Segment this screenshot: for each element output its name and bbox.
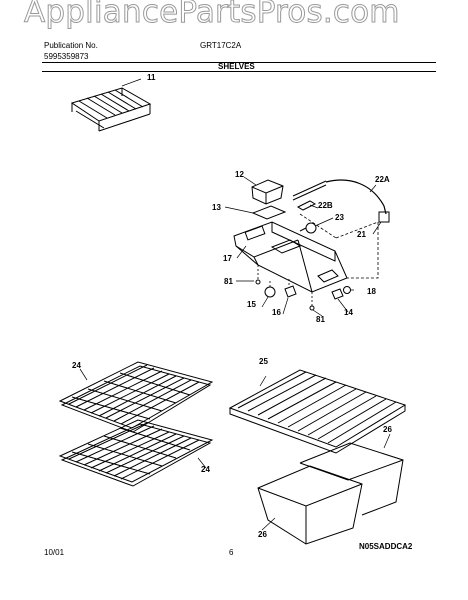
callout-15: 15 (247, 300, 256, 309)
callout-14: 14 (344, 308, 353, 317)
callout-26-upper: 26 (383, 425, 392, 434)
callout-21: 21 (357, 230, 366, 239)
model-number: GRT17C2A (200, 41, 242, 50)
callout-81-left: 81 (224, 277, 233, 286)
callout-11: 11 (147, 73, 156, 82)
callout-26-lower: 26 (258, 530, 267, 539)
callout-16: 16 (272, 308, 281, 317)
callout-23: 23 (335, 213, 344, 222)
drawing-code: N05SADDCA2 (359, 542, 413, 551)
callout-12: 12 (235, 170, 244, 179)
header-rule-bottom (42, 71, 436, 72)
callout-81-right: 81 (316, 315, 325, 324)
publication-number: 5995359873 (44, 52, 89, 61)
callout-17: 17 (223, 254, 232, 263)
revision-date: 10/01 (44, 548, 65, 557)
small-wire-shelf-illustration (70, 78, 152, 132)
callout-25: 25 (259, 357, 268, 366)
section-title: SHELVES (218, 62, 255, 71)
control-assembly-illustration (224, 176, 390, 317)
callout-22b: 22B (318, 201, 333, 210)
publication-label: Publication No. (44, 41, 98, 50)
wire-shelves-illustration (58, 361, 214, 487)
header-rule-top (42, 62, 436, 63)
glass-shelf-and-crispers-illustration (228, 369, 407, 545)
callout-24-upper: 24 (72, 361, 81, 370)
callout-22a: 22A (375, 175, 390, 184)
callout-18: 18 (367, 287, 376, 296)
callout-13: 13 (212, 203, 221, 212)
page-number: 6 (229, 548, 234, 557)
callout-24-lower: 24 (201, 465, 210, 474)
watermark-text: AppliancePartsPros.com (24, 0, 401, 31)
